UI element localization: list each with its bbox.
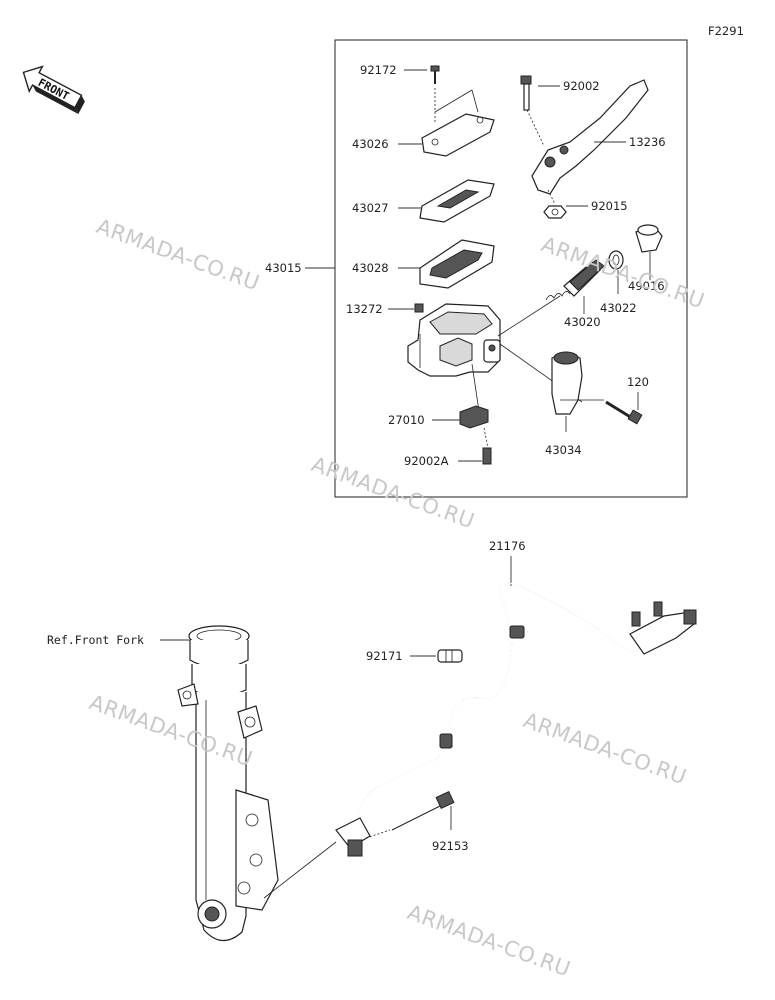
label-43034: 43034 (545, 443, 582, 457)
screw-92172 (404, 65, 440, 84)
label-92002A: 92002A (404, 454, 449, 468)
cap-43026 (398, 88, 495, 157)
watermark-6: ARMADA-CO.RU (404, 900, 574, 981)
label-43015: 43015 (265, 261, 302, 275)
plate-43027 (398, 179, 495, 223)
label-ref-front-fork: Ref.Front Fork (47, 633, 144, 647)
screw-92002A (458, 427, 492, 465)
watermark-5: ARMADA-CO.RU (520, 708, 690, 789)
clamp-92171 (410, 649, 463, 663)
watermark-3: ARMADA-CO.RU (308, 452, 478, 533)
label-92171: 92171 (366, 649, 403, 663)
front-fork (177, 625, 337, 942)
switch-27010 (432, 405, 489, 429)
master-cylinder-body (407, 303, 501, 377)
lever-13236 (531, 79, 649, 195)
watermark-1: ARMADA-CO.RU (93, 214, 263, 295)
label-43026: 43026 (352, 137, 389, 151)
bolt-120 (605, 392, 643, 425)
figure-code: F2291 (708, 24, 744, 38)
abs-sensor-cable-21176 (335, 582, 697, 857)
leader-axis (497, 295, 561, 337)
label-120: 120 (627, 375, 649, 389)
front-arrow-icon: FRONT (22, 65, 85, 114)
label-92172: 92172 (360, 63, 397, 77)
nut-92015 (543, 189, 588, 219)
label-43022: 43022 (600, 301, 637, 315)
label-13236: 13236 (629, 135, 666, 149)
label-92015: 92015 (591, 199, 628, 213)
piston-kit-43020 (545, 259, 605, 314)
label-92002: 92002 (563, 79, 600, 93)
label-43020: 43020 (564, 315, 601, 329)
label-43028: 43028 (352, 261, 389, 275)
bolt-13272 (388, 303, 424, 313)
label-43027: 43027 (352, 201, 389, 215)
assembly-box (334, 39, 688, 498)
label-49016: 49016 (628, 279, 665, 293)
boot-49016 (635, 224, 663, 280)
circlip-43022 (608, 250, 624, 294)
label-27010: 27010 (388, 413, 425, 427)
diaphragm-43028 (398, 239, 495, 289)
bolt-92002 (520, 75, 560, 147)
label-92153: 92153 (432, 839, 469, 853)
clamp-43034 (551, 351, 604, 432)
label-13272: 13272 (346, 302, 383, 316)
bolt-92153 (365, 790, 455, 839)
label-21176: 21176 (489, 539, 526, 553)
